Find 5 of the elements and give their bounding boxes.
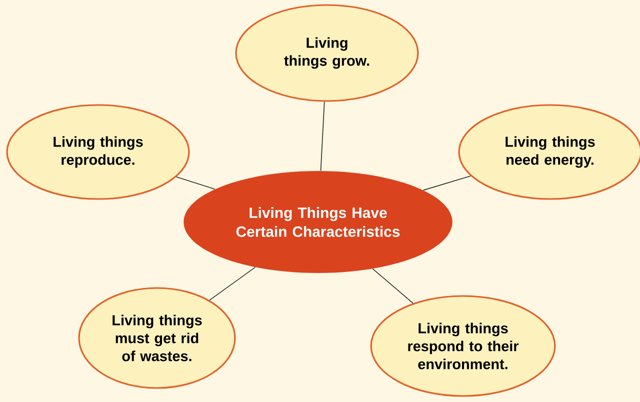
connector-line xyxy=(320,101,325,172)
connector-line xyxy=(209,266,256,301)
connector-line xyxy=(176,176,216,190)
connector-line xyxy=(423,176,471,191)
connector-line xyxy=(372,268,414,304)
